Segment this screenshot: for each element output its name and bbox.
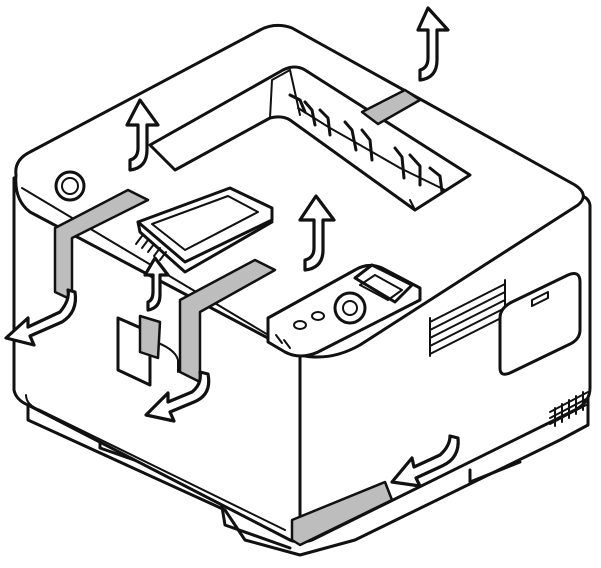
removal-arrow-center-up	[298, 194, 336, 272]
rear-vent-grid	[549, 391, 589, 427]
packing-tape-top-left	[53, 188, 150, 302]
paper-stopper-flap	[136, 186, 274, 274]
power-button	[54, 170, 86, 202]
control-panel	[266, 263, 422, 358]
removal-arrow-left-out	[4, 288, 78, 347]
flap-vent-slots	[135, 235, 167, 261]
removal-arrow-flap-up	[143, 256, 170, 312]
packing-tape-top-center	[178, 258, 277, 384]
packing-tape-base	[290, 480, 394, 547]
packing-tape-cassette	[138, 314, 162, 360]
removal-arrow-rear-up	[416, 6, 450, 82]
side-vents	[429, 272, 582, 376]
removal-arrow-base-out	[390, 434, 460, 488]
removal-arrow-left-up	[125, 98, 160, 172]
removal-arrow-center-out	[144, 370, 211, 423]
output-rollers	[288, 93, 446, 194]
packing-tape-rear	[360, 88, 422, 126]
